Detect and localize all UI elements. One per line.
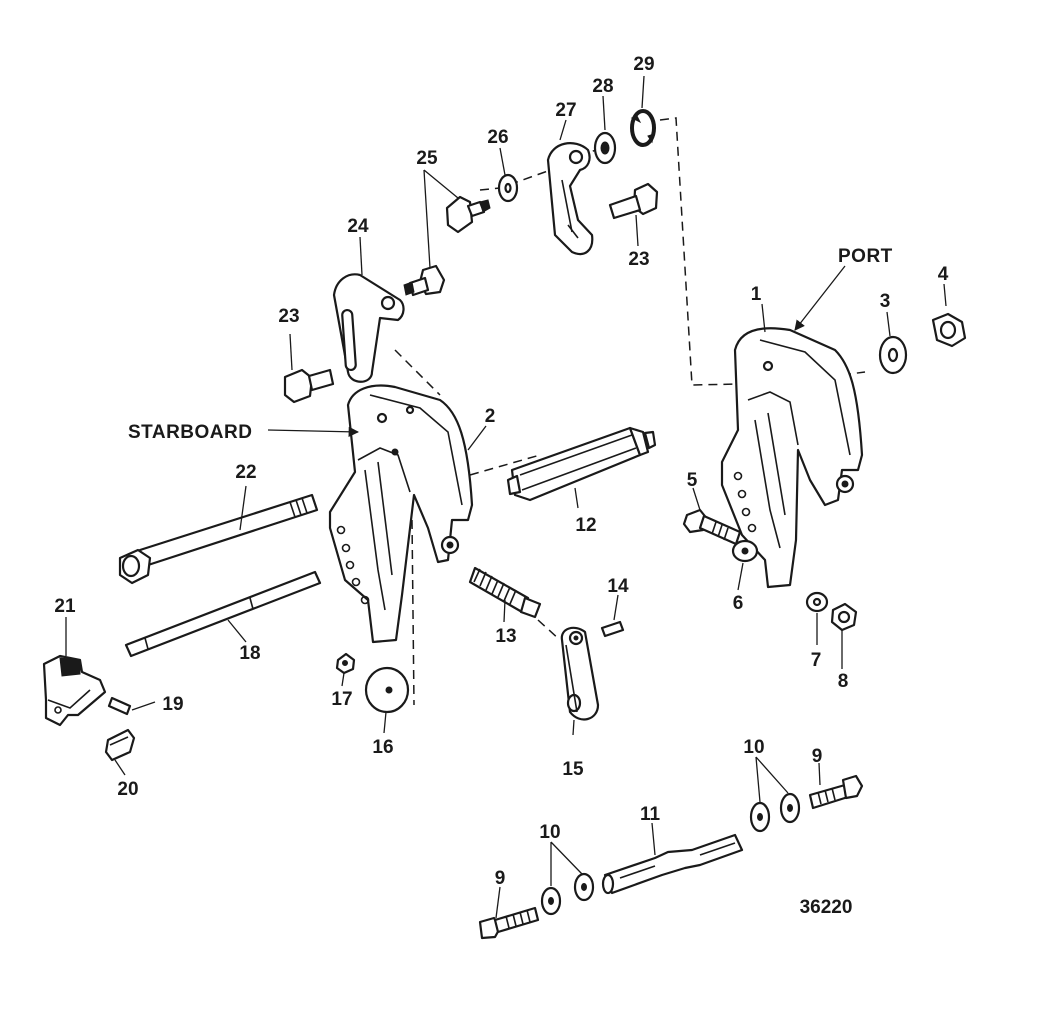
callout-16: 16 [372, 737, 393, 758]
callout-10-upper: 10 [743, 737, 764, 758]
callout-5: 5 [687, 470, 698, 491]
callout-27: 27 [555, 100, 576, 121]
bolt-9-upper [808, 774, 864, 810]
pin-14 [600, 620, 625, 638]
nut-17 [335, 652, 356, 675]
knob-25-lower [403, 264, 446, 297]
starboard-arrow [267, 426, 360, 437]
callout-25: 25 [416, 148, 438, 169]
callout-2: 2 [485, 406, 496, 427]
starboard-label: STARBOARD [128, 422, 252, 443]
washer-28 [593, 131, 617, 165]
callout-20: 20 [117, 779, 138, 800]
port-arrow [794, 265, 846, 331]
lock-ring-29 [630, 109, 656, 147]
callout-23-left: 23 [278, 306, 299, 327]
spring-13 [468, 566, 542, 619]
bolt-5 [682, 508, 742, 546]
callout-3: 3 [880, 291, 891, 312]
callout-23-right: 23 [628, 249, 649, 270]
nut-4 [931, 312, 967, 348]
callout-12: 12 [575, 515, 596, 536]
clip-20 [104, 728, 136, 762]
callout-17: 17 [331, 689, 352, 710]
callout-19: 19 [162, 694, 183, 715]
callout-29: 29 [633, 54, 654, 75]
port-label: PORT [838, 246, 893, 267]
callout-9-lower: 9 [495, 868, 506, 889]
washers-10-lower [540, 872, 595, 916]
callout-10-lower: 10 [539, 822, 560, 843]
callout-24: 24 [347, 216, 369, 237]
bumper-12 [506, 426, 657, 502]
rod-18 [124, 570, 322, 658]
lever-bracket-21 [42, 654, 107, 727]
callout-4: 4 [938, 264, 949, 285]
washers-10-upper [749, 792, 801, 833]
callout-numbers: 1 2 3 4 5 6 7 8 9 9 10 10 11 12 13 14 15… [54, 54, 948, 889]
callout-14: 14 [607, 576, 629, 597]
washer-26 [497, 173, 519, 203]
washer-7 [805, 591, 829, 613]
callout-28: 28 [592, 76, 613, 97]
hook-plate-27 [546, 142, 594, 256]
starboard-clamp-bracket [328, 384, 474, 644]
callout-21: 21 [54, 596, 76, 617]
callout-6: 6 [733, 593, 744, 614]
washer-3 [878, 335, 908, 375]
link-plate-15 [560, 626, 600, 721]
pin-19 [107, 696, 132, 716]
callout-11: 11 [640, 804, 661, 825]
callout-26: 26 [487, 127, 508, 148]
bolt-9-lower [478, 906, 540, 940]
leader-lines [65, 75, 947, 919]
callout-7: 7 [811, 650, 822, 671]
callout-15: 15 [562, 759, 584, 780]
port-clamp-bracket [720, 327, 864, 589]
figure-number: 36220 [800, 897, 853, 918]
bolt-23-right [608, 182, 659, 220]
disc-16 [364, 666, 410, 714]
tube-11 [601, 833, 744, 895]
callout-8: 8 [838, 671, 849, 692]
callout-9-upper: 9 [812, 746, 823, 767]
nut-8 [830, 602, 858, 632]
washer-6 [731, 539, 759, 563]
long-bolt-22 [118, 493, 319, 585]
callout-13: 13 [495, 626, 516, 647]
knob-25-upper [445, 195, 491, 234]
callout-1: 1 [751, 284, 762, 305]
callout-22: 22 [235, 462, 256, 483]
bolt-23-left [283, 368, 335, 404]
slotted-plate-24 [332, 273, 405, 383]
callout-18: 18 [239, 643, 260, 664]
